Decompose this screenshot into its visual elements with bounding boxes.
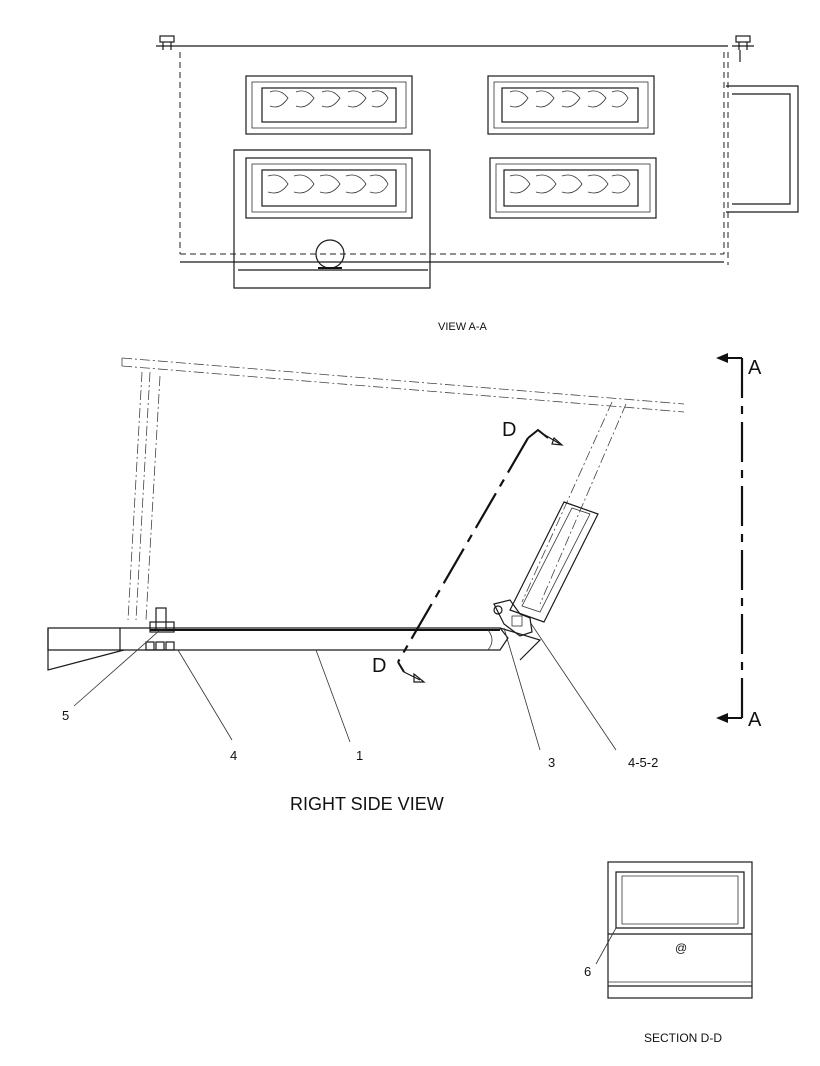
callout-1: 1 <box>356 748 363 763</box>
hinge-bracket <box>145 607 175 651</box>
coil-panel <box>233 149 431 289</box>
bolt-icon <box>156 35 178 50</box>
leader-line <box>177 649 233 741</box>
bolt-icon <box>732 35 754 62</box>
callout-3: 3 <box>548 755 555 770</box>
section-marker-d-bottom: D <box>372 655 386 677</box>
coil-panel <box>487 75 655 135</box>
view-aa-title: VIEW A-A <box>438 321 488 333</box>
leader-line <box>73 629 161 707</box>
callout-6: 6 <box>584 964 591 979</box>
section-dd-title: SECTION D-D <box>644 1031 722 1045</box>
right-side-view-title: RIGHT SIDE VIEW <box>290 794 444 814</box>
callout-4: 4 <box>230 748 237 763</box>
at-mark: @ <box>675 941 687 955</box>
frame-member <box>47 627 542 671</box>
gas-strut <box>509 501 599 623</box>
leader-line <box>503 627 541 751</box>
callout-4-5-2: 4-5-2 <box>628 755 658 770</box>
right-side-view: D D A A 5 4 1 3 4-5-2 RIGHT SIDE VIEW <box>47 353 762 814</box>
callout-5: 5 <box>62 708 69 723</box>
view-aa: VIEW A-A <box>156 35 799 333</box>
leader-line <box>595 927 617 965</box>
leader-line <box>529 621 617 751</box>
section-dd: @ 6 SECTION D-D <box>584 861 753 1045</box>
section-marker-a-top: A <box>748 357 762 379</box>
coil-panel <box>245 75 413 135</box>
section-marker-a-bottom: A <box>748 709 762 731</box>
leader-line <box>315 649 351 743</box>
coil-panel <box>489 157 657 219</box>
section-marker-d-top: D <box>502 419 516 441</box>
hinge-bracket <box>493 599 533 637</box>
